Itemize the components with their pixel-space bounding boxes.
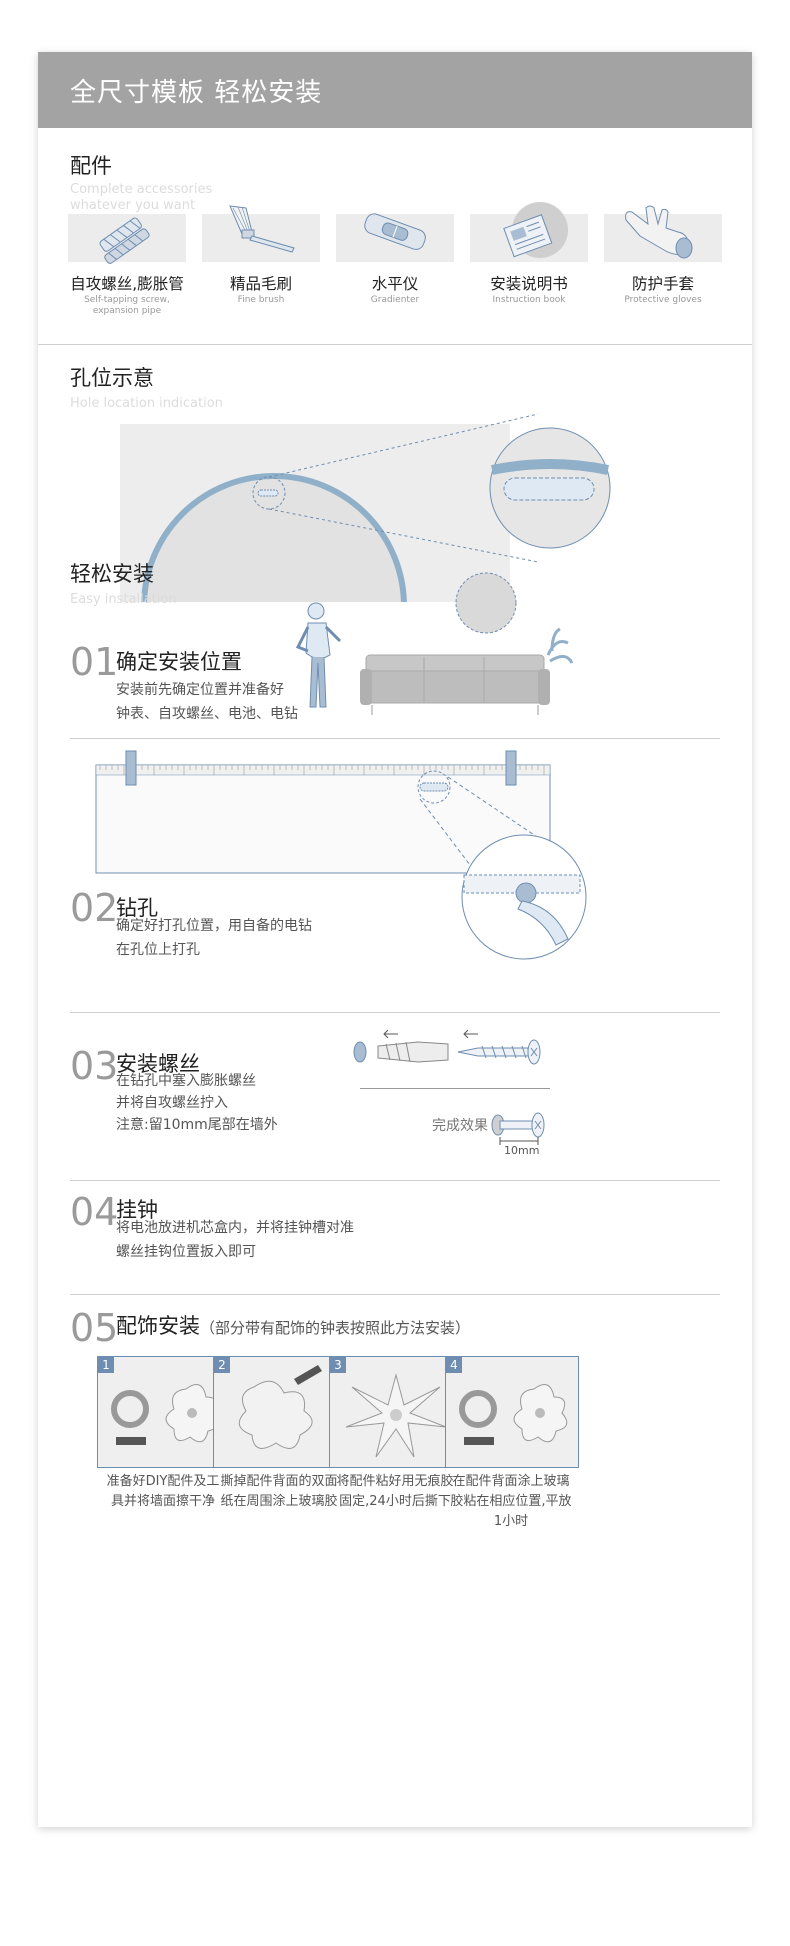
screw-assembly-diagram <box>353 1029 541 1065</box>
accessory-label: 防护手套 <box>631 275 694 293</box>
step-number: 03 <box>70 1044 119 1088</box>
section-divider <box>38 344 752 345</box>
accessory-sub: Protective gloves <box>624 295 702 305</box>
step-number: 04 <box>70 1190 119 1234</box>
accessory-label: 安装说明书 <box>490 275 568 293</box>
step-title: 配饰安装（部分带有配饰的钟表按照此方法安装） <box>116 1314 471 1338</box>
step-number: 01 <box>70 640 119 684</box>
accessories-subtitle-2: whatever you want <box>70 198 196 213</box>
accessory-label: 自攻螺丝,膨胀管 <box>70 275 184 293</box>
step-title: 钻孔 <box>116 896 158 920</box>
step-divider <box>70 1180 720 1181</box>
accessory-sub: Self-tapping screw,expansion pipe <box>84 295 170 316</box>
accessory-label: 水平仪 <box>371 275 419 293</box>
step-title: 安装螺丝 <box>116 1052 200 1076</box>
install-title: 轻松安装 <box>70 562 154 586</box>
deco-caption: 准备好DIY配件及工具并将墙面擦干净 <box>106 1474 220 1509</box>
screw-result-icon <box>491 1112 545 1145</box>
accessory-sub: Fine brush <box>237 295 285 305</box>
deco-tools-icon <box>111 1384 220 1445</box>
screw-icon <box>99 217 150 264</box>
step-description: 在钻孔中塞入膨胀螺丝并将自攻螺丝拧入注意:留10mm尾部在墙外 <box>116 1073 278 1133</box>
brush-icon <box>229 205 295 253</box>
step3-separator <box>360 1088 550 1089</box>
step-title: 确定安装位置 <box>116 650 242 674</box>
step-number: 05 <box>70 1306 119 1350</box>
room-illustration <box>295 572 574 715</box>
deco-attach-icon <box>345 1373 447 1458</box>
instruction-card: 全尺寸模板 轻松安装 配件 Complete accessories whate… <box>38 52 752 1827</box>
book-icon <box>503 202 568 258</box>
deco-caption: 将配件粘好用无痕胶固定,24小时后撕下 <box>336 1474 454 1509</box>
banner-title: 全尺寸模板 轻松安装 <box>70 78 323 108</box>
step-divider <box>70 1012 720 1013</box>
deco-step-image: 3 <box>329 1356 463 1468</box>
drilling-diagram <box>95 750 587 960</box>
deco-peel-icon <box>238 1365 322 1449</box>
accessory-sub: Instruction book <box>492 295 566 305</box>
glove-icon <box>625 205 693 259</box>
step-number: 02 <box>70 886 119 930</box>
level-icon <box>364 213 426 250</box>
install-subtitle: Easy installation <box>70 592 177 607</box>
hole-diagram <box>120 413 611 602</box>
step-divider <box>70 738 720 739</box>
deco-caption: 撕掉配件背面的双面纸在周围涂上玻璃胶 <box>220 1474 338 1509</box>
hole-subtitle: Hole location indication <box>70 396 223 411</box>
step-description: 将电池放进机芯盒内，并将挂钟槽对准螺丝挂钩位置扳入即可 <box>116 1220 354 1260</box>
hole-title: 孔位示意 <box>70 366 154 390</box>
accessories-title: 配件 <box>70 154 112 178</box>
deco-glue-icon <box>459 1384 568 1445</box>
dimension-label: 10mm <box>504 1144 540 1157</box>
accessory-label: 精品毛刷 <box>229 275 292 293</box>
result-label: 完成效果 <box>432 1118 488 1134</box>
step-description: 安装前先确定位置并准备好钟表、自攻螺丝、电池、电钻 <box>116 682 298 722</box>
step-description: 确定好打孔位置，用自备的电钻在孔位上打孔 <box>116 918 312 958</box>
deco-step-image: 2 <box>213 1356 347 1468</box>
step-title: 挂钟 <box>116 1198 158 1222</box>
deco-step-image: 1 <box>97 1356 231 1468</box>
deco-step-image: 4 <box>445 1356 579 1468</box>
accessory-sub: Gradienter <box>370 295 420 305</box>
header-banner: 全尺寸模板 轻松安装 <box>38 52 752 128</box>
step-divider <box>70 1294 720 1295</box>
accessories-subtitle-1: Complete accessories <box>70 182 213 197</box>
